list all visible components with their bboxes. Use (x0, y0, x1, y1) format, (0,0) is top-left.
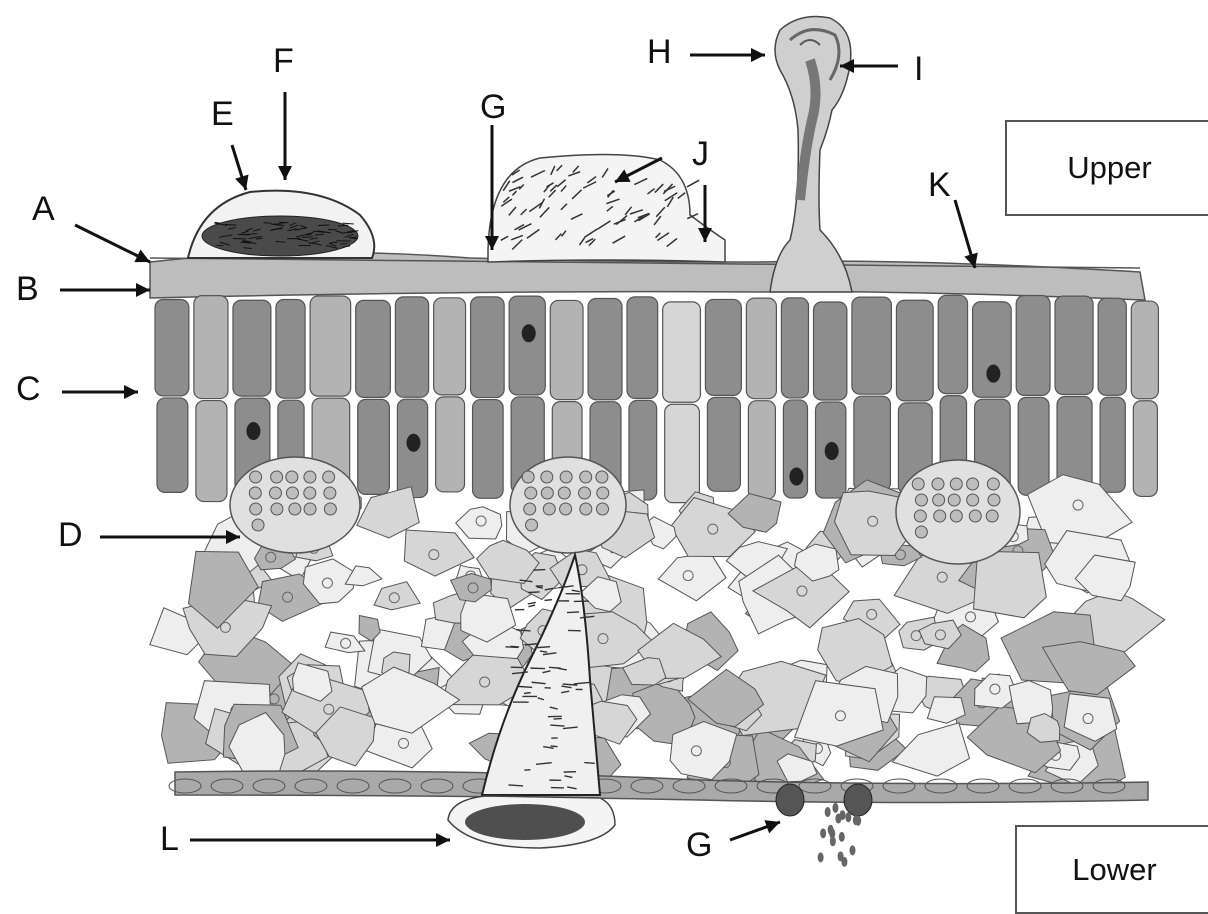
lower-surface-label: Lower (1015, 825, 1208, 914)
vascular-bundle-center (510, 457, 626, 553)
label-a: A (32, 192, 55, 226)
upper-surface-label: Upper (1005, 120, 1208, 216)
label-h: H (647, 35, 672, 69)
label-i: I (914, 52, 923, 86)
label-f: F (273, 44, 294, 78)
label-g-bottom: G (686, 828, 712, 862)
label-k: K (928, 168, 951, 202)
label-c: C (16, 372, 41, 406)
label-l: L (160, 822, 179, 856)
vascular-bundle-right (896, 460, 1020, 564)
label-e: E (211, 97, 234, 131)
label-g-top: G (480, 90, 506, 124)
vascular-bundle-left (230, 457, 360, 553)
label-d: D (58, 518, 83, 552)
upper-surface-pustule (188, 191, 374, 258)
label-b: B (16, 272, 39, 306)
surface-deposit (488, 154, 725, 262)
trichome-hypha (770, 17, 852, 293)
label-j: J (692, 137, 709, 171)
lower-epidermis (175, 771, 1148, 803)
